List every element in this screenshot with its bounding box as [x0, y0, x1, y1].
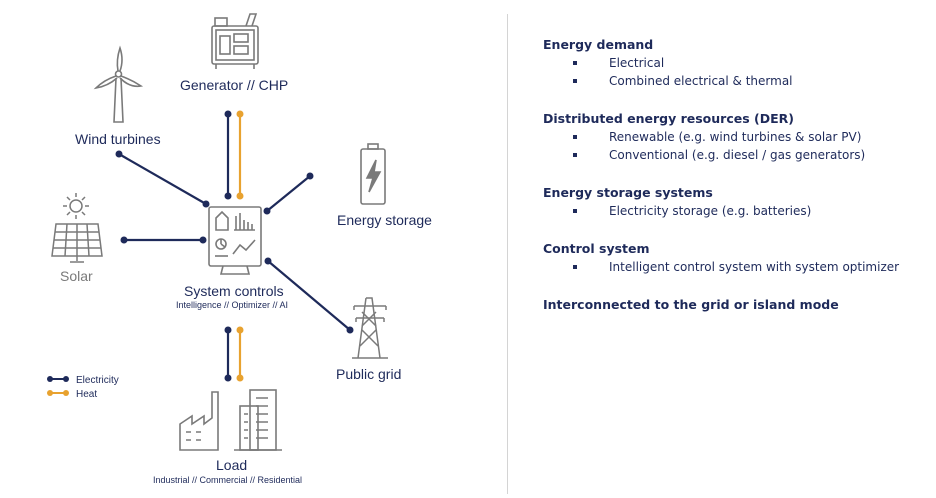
section-energy-storage: Energy storage systems Electricity stora…: [543, 184, 923, 220]
bullet: [573, 209, 577, 213]
bullet: [573, 153, 577, 157]
section-control-system: Control system Intelligent control syste…: [543, 240, 923, 276]
connections: [115, 110, 354, 382]
microgrid-diagram: Generator // CHP Wind turbines Solar Ene…: [47, 13, 432, 485]
bullet: [573, 135, 577, 139]
factory-buildings-icon: [179, 389, 282, 451]
generator-icon: [211, 13, 259, 69]
load-label: Load: [216, 457, 248, 473]
diagram-graphics: [51, 13, 388, 451]
wind-turbines-label: Wind turbines: [75, 131, 161, 147]
list-item: Conventional (e.g. diesel / gas generato…: [543, 146, 923, 164]
system-controls-icon: [208, 206, 262, 275]
storage-electricity-line: [266, 175, 311, 212]
list-item-text: Combined electrical & thermal: [609, 74, 793, 88]
list-item: Electricity storage (e.g. batteries): [543, 202, 923, 220]
section-title: Interconnected to the grid or island mod…: [543, 297, 839, 312]
section-grid-mode: Interconnected to the grid or island mod…: [543, 296, 923, 314]
bullet: [573, 79, 577, 83]
list-item: Intelligent control system with system o…: [543, 258, 923, 276]
section-energy-demand: Energy demand Electrical Combined electr…: [543, 36, 923, 90]
legend-label: Heat: [76, 389, 98, 400]
section-der: Distributed energy resources (DER) Renew…: [543, 110, 923, 164]
legend-label: Electricity: [76, 375, 119, 386]
load-sublabel: Industrial // Commercial // Residential: [153, 475, 303, 485]
wind-electricity-line: [118, 153, 207, 205]
list-item-text: Intelligent control system with system o…: [609, 260, 900, 274]
wind-turbine-icon: [93, 45, 144, 123]
list-item-text: Electricity storage (e.g. batteries): [609, 204, 812, 218]
electricity-line-icon: [47, 376, 69, 382]
list-item: Combined electrical & thermal: [543, 72, 923, 90]
section-title: Energy demand: [543, 37, 654, 52]
generator-label: Generator // CHP: [180, 77, 289, 93]
section-title: Control system: [543, 241, 650, 256]
energy-storage-label: Energy storage: [337, 212, 432, 228]
description-panel: Energy demand Electrical Combined electr…: [543, 36, 923, 334]
list-item-text: Conventional (e.g. diesel / gas generato…: [609, 148, 866, 162]
section-title: Distributed energy resources (DER): [543, 111, 794, 126]
heat-line-icon: [47, 390, 69, 396]
system-controls-sublabel: Intelligence // Optimizer // AI: [176, 300, 289, 310]
public-grid-label: Public grid: [336, 366, 402, 382]
solar-panel-icon: [51, 193, 103, 263]
system-controls-label: System controls: [184, 283, 284, 299]
list-item-text: Renewable (e.g. wind turbines & solar PV…: [609, 130, 862, 144]
list-item: Renewable (e.g. wind turbines & solar PV…: [543, 128, 923, 146]
battery-icon: [360, 143, 386, 205]
grid-electricity-line: [267, 260, 351, 331]
section-title: Energy storage systems: [543, 185, 713, 200]
list-item: Electrical: [543, 54, 923, 72]
power-pylon-icon: [352, 297, 388, 359]
bullet: [573, 265, 577, 269]
vertical-divider: [507, 14, 508, 494]
bullet: [573, 61, 577, 65]
solar-label: Solar: [60, 268, 93, 284]
list-item-text: Electrical: [609, 56, 665, 70]
